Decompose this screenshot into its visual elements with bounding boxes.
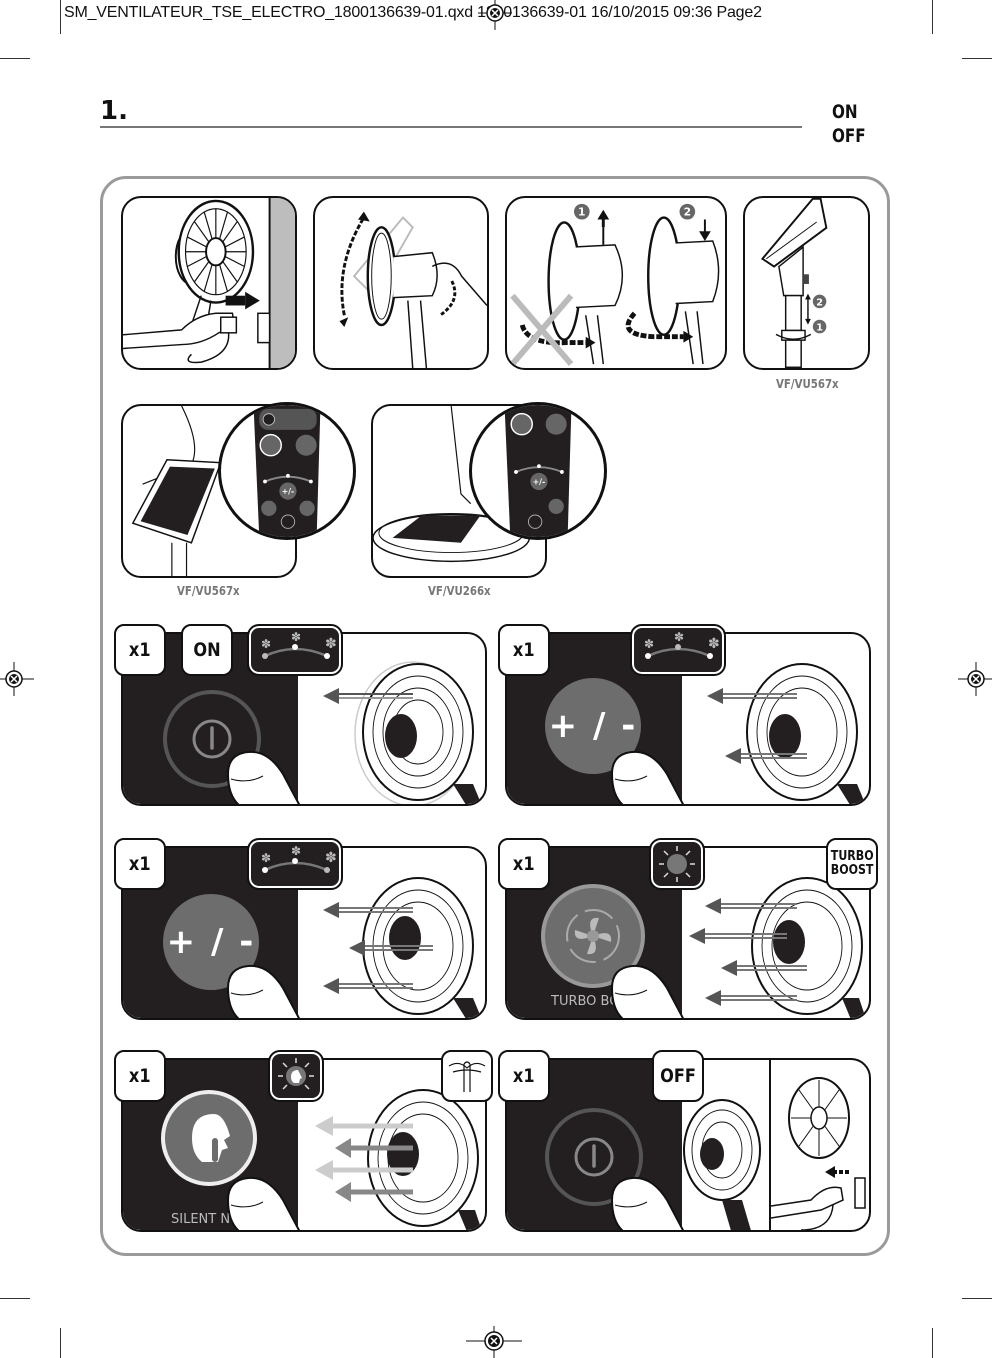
- panel-divider: [769, 1060, 771, 1230]
- crop-mark: [962, 58, 992, 59]
- quiet-gesture-icon: [448, 1061, 486, 1092]
- print-header: SM_VENTILATEUR_TSE_ELECTRO_1800136639-01…: [64, 4, 762, 21]
- svg-text:✽: ✽: [261, 637, 271, 651]
- on-off-heading: ON OFF: [832, 100, 866, 148]
- silent-face-icon: [192, 1114, 230, 1162]
- power-icon: [192, 719, 232, 759]
- crop-mark: [932, 1328, 933, 1358]
- svg-text:✽: ✽: [325, 636, 337, 652]
- off-badge: OFF: [652, 1050, 704, 1102]
- svg-text:+/-: +/-: [533, 477, 545, 486]
- finger-icon: [610, 964, 685, 1018]
- panel-266-zoom: +/-: [469, 402, 607, 540]
- svg-text:1: 1: [578, 206, 585, 219]
- press-count-badge: x1: [498, 624, 550, 676]
- height-adjust-illustration: 2 1: [760, 198, 828, 368]
- fan-airflow-illustration: [689, 877, 866, 1018]
- oscillation-pin-panel: 1 2: [505, 196, 727, 370]
- step-speed-2: + / -: [505, 632, 871, 806]
- svg-text:✽: ✽: [291, 844, 301, 858]
- silent-lit-icon: [278, 1058, 314, 1090]
- section-divider: [100, 126, 802, 128]
- svg-text:✽: ✽: [708, 636, 720, 652]
- svg-text:✽: ✽: [261, 851, 271, 865]
- svg-text:2: 2: [816, 297, 823, 308]
- model-label: VF/VU567x: [177, 584, 240, 598]
- turbo-lit-icon: [659, 846, 695, 882]
- speed-level-1-icon: ✽ ✽ ✽: [261, 630, 337, 659]
- turbo-indicator: [649, 838, 705, 890]
- plug-in-panel: [121, 196, 297, 370]
- tilt-head-panel: [313, 196, 489, 370]
- silent-indicator: [268, 1050, 324, 1102]
- turbo-boost-caption: TURBO BO: [551, 994, 620, 1009]
- fan-airflow-illustration: [707, 663, 866, 804]
- finger-icon: [610, 1176, 685, 1230]
- crop-mark: [60, 0, 61, 34]
- press-count-badge: x1: [498, 1050, 550, 1102]
- power-button[interactable]: [163, 690, 261, 788]
- registration-mark-icon: [958, 662, 992, 696]
- silent-night-caption: SILENT NI: [171, 1212, 234, 1227]
- panel-567-zoom: +/-: [218, 402, 356, 540]
- power-button[interactable]: [545, 1108, 643, 1206]
- svg-text:✽: ✽: [644, 637, 654, 651]
- silent-night-button[interactable]: [161, 1090, 257, 1186]
- crop-mark: [0, 58, 30, 59]
- on-label: ON: [832, 101, 858, 123]
- speed-indicator: ✽ ✽ ✽: [247, 624, 343, 676]
- plug-in-illustration: [123, 198, 295, 368]
- height-adjust-panel: 2 1: [743, 196, 870, 370]
- off-label: OFF: [832, 125, 866, 147]
- fan-airflow-illustration: [323, 661, 482, 804]
- svg-text:✽: ✽: [674, 630, 684, 644]
- instructions-frame: [100, 176, 890, 1256]
- press-count-badge: x1: [114, 838, 166, 890]
- speed-level-3-icon: ✽ ✽ ✽: [261, 844, 337, 873]
- svg-text:1: 1: [816, 322, 823, 333]
- fan-stopped-illustration: [683, 1099, 761, 1230]
- press-count-badge: x1: [114, 624, 166, 676]
- unplug-illustration: [771, 1077, 866, 1230]
- svg-text:+/-: +/-: [282, 487, 294, 496]
- model-label: VF/VU567x: [776, 377, 839, 391]
- svg-text:✽: ✽: [291, 630, 301, 644]
- section-number: 1.: [100, 96, 128, 126]
- finger-icon: [226, 964, 301, 1018]
- finger-icon: [226, 1176, 301, 1230]
- tilt-head-illustration: [339, 211, 487, 368]
- crop-mark: [932, 0, 933, 34]
- power-icon: [574, 1137, 614, 1177]
- panel-266-illustration: [373, 406, 531, 563]
- panel-567-zoom-illustration: +/-: [253, 405, 321, 537]
- model-label: VF/VU266x: [428, 584, 491, 598]
- speed-indicator: ✽ ✽ ✽: [247, 838, 343, 890]
- panel-266-zoom-illustration: +/-: [504, 405, 572, 537]
- speed-indicator: ✽ ✽ ✽: [630, 624, 726, 676]
- crop-mark: [0, 1298, 30, 1299]
- finger-icon: [610, 750, 685, 804]
- crop-mark: [60, 1328, 61, 1358]
- registration-mark-icon: [478, 0, 512, 30]
- on-badge: ON: [181, 624, 233, 676]
- registration-mark-icon: [466, 1326, 522, 1358]
- turbo-fan-icon: [566, 909, 620, 963]
- fan-airflow-illustration: [323, 877, 482, 1018]
- speed-level-2-icon: ✽ ✽ ✽: [644, 630, 720, 659]
- finger-icon: [226, 750, 301, 804]
- svg-text:2: 2: [684, 206, 691, 219]
- crop-mark: [962, 1298, 992, 1299]
- svg-text:✽: ✽: [325, 850, 337, 866]
- press-count-badge: x1: [114, 1050, 166, 1102]
- quiet-badge: [441, 1050, 493, 1102]
- registration-mark-icon: [0, 662, 34, 696]
- oscillation-pin-illustration: 1 2: [510, 203, 720, 366]
- press-count-badge: x1: [498, 838, 550, 890]
- fan-airflow-illustration: [315, 1089, 482, 1230]
